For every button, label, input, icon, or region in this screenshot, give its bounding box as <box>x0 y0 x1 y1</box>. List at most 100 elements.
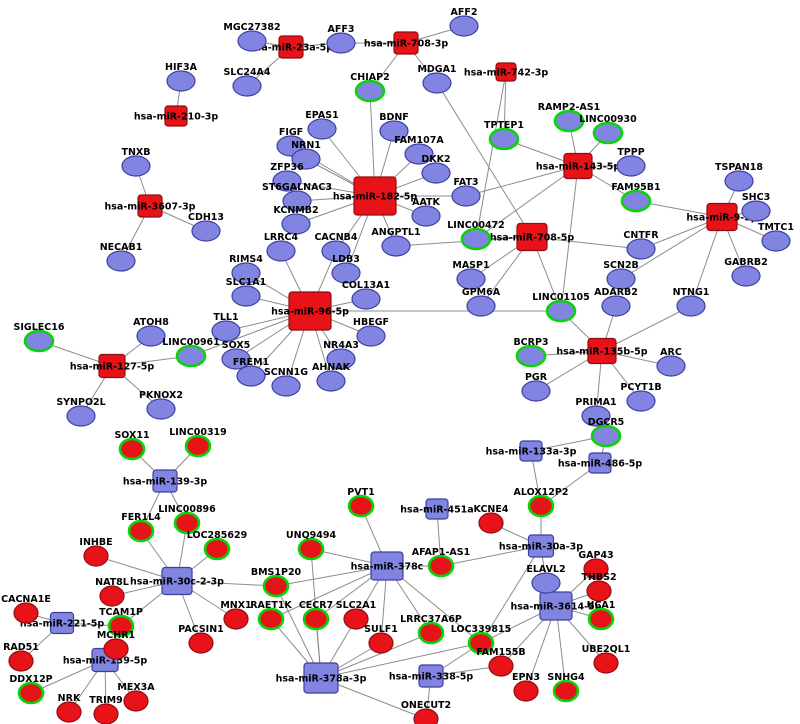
gene-node-shape <box>545 299 577 323</box>
node-MNX1: MNX1 <box>220 600 252 630</box>
node-FAT3: FAT3 <box>451 177 481 207</box>
node-hsa-miR-30c-2-3p: hsa-miR-30c-2-3p <box>130 566 224 596</box>
gene-node-shape <box>724 170 754 192</box>
gene-node-shape <box>616 155 646 177</box>
gene-node-shape <box>590 424 622 448</box>
node-PCYT1B: PCYT1B <box>620 382 662 412</box>
gene-node-shape <box>237 30 267 52</box>
gene-node-shape <box>107 614 135 638</box>
gene-node-shape <box>553 109 585 133</box>
node-MASP1: MASP1 <box>452 260 490 290</box>
mirna-node-shape <box>49 611 75 635</box>
node-BCRP3: BCRP3 <box>513 337 549 368</box>
gene-node-shape <box>676 295 706 317</box>
gene-node-shape <box>527 494 555 518</box>
node-UNQ9494: UNQ9494 <box>286 530 336 561</box>
mirna-node-shape <box>418 664 444 688</box>
gene-node-shape <box>381 235 411 257</box>
gene-node-shape <box>326 32 356 54</box>
gene-node-shape <box>467 631 495 655</box>
gene-node-shape <box>488 655 514 677</box>
node-LINC01105: LINC01105 <box>532 292 590 323</box>
gene-node-shape <box>587 607 615 631</box>
gene-node-shape <box>466 295 496 317</box>
node-HBEGF: HBEGF <box>353 317 389 347</box>
gene-node-shape <box>291 148 321 170</box>
node-PGR: PGR <box>521 372 551 402</box>
node-SOX11: SOX11 <box>114 430 150 461</box>
node-CACNA1E: CACNA1E <box>1 594 51 624</box>
gene-node-shape <box>351 288 381 310</box>
edge <box>436 82 533 238</box>
gene-node-shape <box>656 355 686 377</box>
node-RAET1K: RAET1K <box>250 600 292 631</box>
gene-node-shape <box>66 405 96 427</box>
gene-node-shape <box>626 390 656 412</box>
node-PACSIN1: PACSIN1 <box>178 624 224 654</box>
node-ARC: ARC <box>656 347 686 377</box>
node-NR4A3: NR4A3 <box>323 340 359 370</box>
node-hsa-miR-451a: hsa-miR-451a <box>400 498 474 520</box>
mirna-node-shape <box>137 194 163 218</box>
gene-node-shape <box>379 120 409 142</box>
node-SOX5: SOX5 <box>221 340 251 370</box>
gene-node-shape <box>146 398 176 420</box>
node-hsa-miR-30a-3p: hsa-miR-30a-3p <box>499 534 583 558</box>
edge <box>480 545 542 644</box>
node-CHIAP2: CHIAP2 <box>350 72 390 103</box>
mirna-node-shape <box>278 35 304 59</box>
mirna-node-shape <box>98 353 126 379</box>
node-ANGPTL1: ANGPTL1 <box>371 227 421 257</box>
gene-node-shape <box>232 75 262 97</box>
node-LINC00930: LINC00930 <box>579 114 637 145</box>
node-SCN2B: SCN2B <box>603 260 639 290</box>
node-hsa-miR-378a-3p: hsa-miR-378a-3p <box>276 662 367 694</box>
node-LINC00961: LINC00961 <box>162 337 220 368</box>
gene-node-shape <box>513 680 539 702</box>
gene-node-shape <box>593 652 619 674</box>
gene-node-shape <box>282 190 312 212</box>
gene-node-shape <box>620 189 652 213</box>
edge <box>176 580 277 587</box>
gene-node-shape <box>583 558 609 580</box>
node-PVT1: PVT1 <box>347 487 375 518</box>
node-LRRC37A6P: LRRC37A6P <box>400 614 462 645</box>
gene-node-shape <box>515 344 547 368</box>
gene-node-shape <box>626 238 656 260</box>
gene-node-shape <box>93 703 119 724</box>
gene-node-shape <box>460 227 492 251</box>
node-hsa-miR-135b-5p: hsa-miR-135b-5p <box>556 337 648 365</box>
gene-node-shape <box>136 325 166 347</box>
node-ELAVL2: ELAVL2 <box>526 564 566 594</box>
gene-node-shape <box>422 72 452 94</box>
gene-node-shape <box>521 380 551 402</box>
node-HIF3A: HIF3A <box>165 62 198 92</box>
gene-node-shape <box>347 494 375 518</box>
edge <box>270 565 388 620</box>
mirna-node-shape <box>516 222 548 252</box>
gene-node-shape <box>184 434 212 458</box>
gene-node-shape <box>606 268 636 290</box>
mirna-node-shape <box>706 202 738 232</box>
node-TNXB: TNXB <box>121 147 151 177</box>
node-NAT8L: NAT8L <box>95 577 129 607</box>
edge <box>531 236 642 250</box>
node-EPN3: EPN3 <box>512 672 540 702</box>
gene-node-shape <box>413 708 439 724</box>
node-TPPP: TPPP <box>616 147 646 177</box>
node-BDNF: BDNF <box>379 112 409 142</box>
gene-node-shape <box>368 632 394 654</box>
gene-node-shape <box>211 320 241 342</box>
node-SHC3: SHC3 <box>741 192 771 222</box>
edge <box>440 545 542 567</box>
node-AFF3: AFF3 <box>326 24 356 54</box>
node-hsa-miR-486-5p: hsa-miR-486-5p <box>558 452 642 474</box>
gene-node-shape <box>231 262 261 284</box>
gene-node-shape <box>417 621 445 645</box>
node-TLL1: TLL1 <box>211 312 241 342</box>
node-RAMP2-AS1: RAMP2-AS1 <box>538 102 600 133</box>
node-GAP43: GAP43 <box>578 550 614 580</box>
node-TSPAN18: TSPAN18 <box>715 162 763 192</box>
